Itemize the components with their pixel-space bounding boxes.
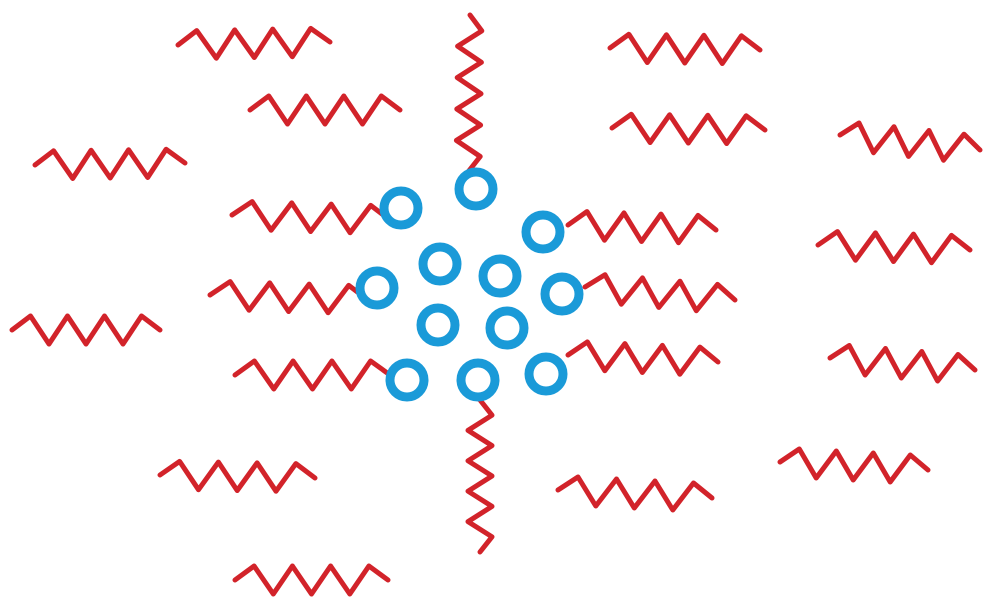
bead-cluster [355,167,584,402]
bead-ring-3 [521,210,565,254]
free-chain-12 [555,474,715,513]
bead-ring-12 [524,352,568,396]
free-chain-7 [815,229,973,266]
free-chain-13 [232,563,391,597]
bead-ring-7 [540,272,584,316]
bead-ring-5 [478,254,522,298]
bead-ring-2 [379,186,423,230]
bead-ring-1 [454,167,498,211]
bead-ring-10 [385,358,429,402]
bead-ring-4 [418,242,462,286]
free-chain-11 [777,446,931,485]
free-chain-4 [609,111,768,146]
attached-chain-5 [582,272,738,314]
free-chain-3 [607,31,763,66]
attached-chains-group [207,12,738,555]
attached-chain-4 [565,209,719,246]
attached-chain-7 [453,12,485,175]
free-chain-1 [175,25,333,61]
free-chain-2 [247,93,403,127]
bead-ring-9 [485,306,529,350]
attached-chain-6 [565,339,721,377]
bead-ring-8 [416,303,460,347]
attached-chain-8 [465,397,495,555]
free-chain-8 [9,313,163,347]
attached-chain-3 [232,358,393,392]
free-chain-9 [827,343,978,384]
bead-ring-11 [456,358,500,402]
free-chains-group [9,25,983,597]
free-chain-6 [837,120,983,163]
attached-chain-2 [207,279,371,316]
free-chain-10 [157,458,318,494]
bead-ring-6 [355,266,399,310]
free-chain-5 [32,146,188,181]
attached-chain-1 [229,199,393,236]
